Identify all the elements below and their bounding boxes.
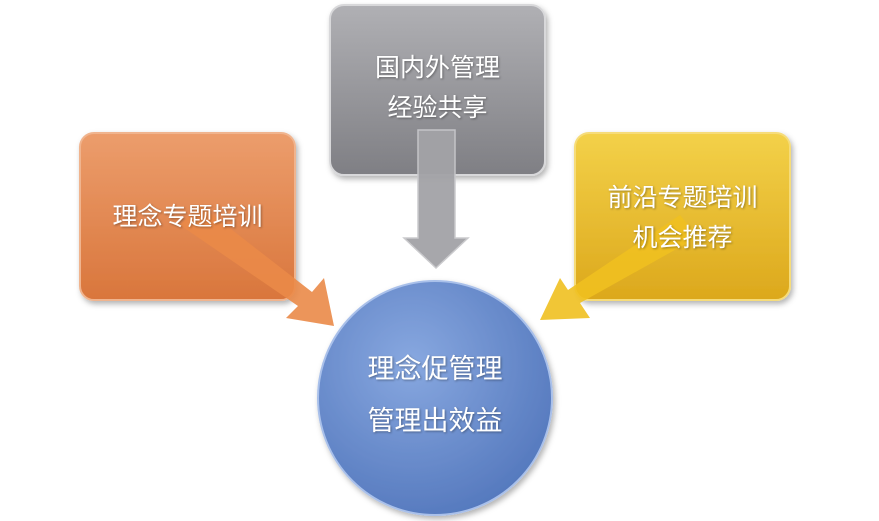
center-circle-label: 理念促管理 管理出效益 <box>318 344 552 448</box>
top-box-label: 国内外管理 经验共享 <box>330 48 545 128</box>
right-line2: 机会推荐 <box>632 223 733 252</box>
center-line1: 理念促管理 <box>367 354 503 385</box>
right-box-label: 前沿专题培训 机会推荐 <box>575 178 790 258</box>
top-line2: 经验共享 <box>387 93 488 122</box>
down-arrow <box>402 129 470 270</box>
right-line1: 前沿专题培训 <box>607 183 758 212</box>
left-arrow <box>180 205 334 326</box>
center-line2: 管理出效益 <box>367 406 503 437</box>
left-box-label: 理念专题培训 <box>80 197 295 237</box>
center-circle <box>317 280 553 516</box>
right-arrow <box>540 215 698 320</box>
top-line1: 国内外管理 <box>374 53 500 82</box>
left-line1: 理念专题培训 <box>112 202 263 231</box>
